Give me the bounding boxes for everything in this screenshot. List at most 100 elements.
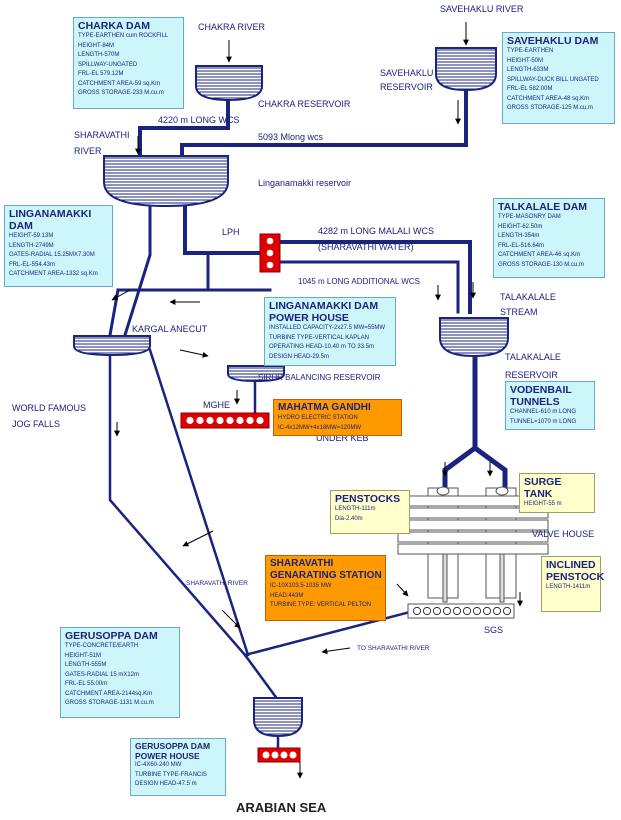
talakalale-reservoir-label-1: TALAKALALE	[505, 352, 561, 362]
box-line: FRL-EL 582.00M	[507, 86, 553, 92]
box-title: PENSTOCKS	[335, 493, 401, 505]
sharavathi-water-label: (SHARAVATHI WATER)	[318, 242, 414, 252]
flow-arrows	[111, 22, 523, 779]
box-line: DESIGN HEAD-47.5 m	[135, 781, 197, 787]
sgs-label: SGS	[484, 625, 504, 635]
box-line: LENGTH-1411m	[546, 584, 591, 590]
box-line: TYPE-EARTHEN cum ROCKFILL	[78, 33, 169, 39]
box-line: FRL-EL 55.00m	[65, 681, 108, 687]
linganamakki-power-house-box: LINGANAMAKKI DAM POWER HOUSE INSTALLED C…	[264, 297, 396, 366]
box-line: HEAD:443M	[270, 592, 304, 599]
sharavathi-river-label-2: RIVER	[74, 146, 102, 156]
box-line: GROSS STORAGE-125 M.cu.m	[507, 105, 593, 111]
savehaklu-reservoir-shape	[435, 47, 497, 92]
jog-falls-label: JOG FALLS	[12, 419, 61, 429]
lph-label: LPH	[222, 227, 240, 237]
sgs-station	[407, 603, 515, 619]
box-title: INCLINED PENSTOCK	[546, 559, 605, 583]
malali-wcs-label: 4282 m LONG MALALI WCS	[318, 226, 435, 236]
sharavathi-station-box: SHARAVATHI GENARATING STATION IC-10X103.…	[265, 555, 386, 621]
box-line: LENGTH-633M	[507, 67, 549, 73]
box-title: CHARKA DAM	[78, 20, 150, 32]
kargal-anecut-shape	[73, 335, 151, 357]
additional-wcs-label: 1045 m LONG ADDITIONAL WCS	[298, 277, 420, 286]
box-line: FRL-EL 579.12M	[78, 71, 124, 77]
sirur-reservoir-label: SIRUR BALANCING RESERVOIR	[258, 373, 381, 382]
linganamakki-reservoir-label: Linganamakki reservoir	[258, 178, 352, 188]
chakra-reservoir-shape	[195, 65, 263, 102]
mghe-label: MGHE	[203, 400, 230, 410]
talakalale-stream-label-1: TALAKALALE	[500, 292, 556, 302]
box-title: LINGANAMAKKI DAM POWER HOUSE	[269, 300, 379, 324]
box-line: LENGTH-354m	[498, 233, 540, 239]
box-line: CATCHMENT AREA-1332 sq.Km	[9, 271, 98, 277]
box-line: TURBINE TYPE-FRANCIS	[135, 771, 207, 778]
lph-station	[259, 233, 281, 273]
box-line: OPERATING HEAD-10.40 m TO 33.5m	[269, 344, 375, 350]
charka-dam-box: CHARKA DAM TYPE-EARTHEN cum ROCKFILL HEI…	[73, 17, 184, 109]
under-keb-label: UNDER KEB	[316, 433, 369, 443]
box-line: GROSS STORAGE-130 M.cu.m	[498, 261, 584, 268]
box-line: TYPE-MASONRY DAM	[498, 214, 561, 220]
vodenbail-tunnels-box: VODENBAIL TUNNELS CHANNEL-610 m LONG TUN…	[505, 381, 595, 430]
savehaklu-reservoir-label-1: SAVEHAKLU	[380, 68, 434, 78]
box-line: GROSS STORAGE-233 M.cu.m	[78, 90, 164, 96]
box-line: CHANNEL-610 m LONG	[510, 409, 577, 415]
box-title: TALKALALE DAM	[498, 201, 588, 213]
talkalale-dam-box: TALKALALE DAM TYPE-MASONRY DAM HEIGHT-62…	[493, 198, 605, 278]
box-line: FRL-EL-554.43m	[9, 261, 56, 268]
reservoirs	[73, 47, 509, 738]
box-line: CATCHMENT AREA-46 sq.Km	[498, 252, 581, 258]
box-title: SHARAVATHI GENARATING STATION	[270, 558, 382, 581]
to-sharavathi-river-label: TO SHARAVATHI RIVER	[357, 645, 430, 652]
gerusoppa-station	[257, 747, 301, 763]
box-line: GATES-RADIAL 15 mX12m	[65, 671, 140, 678]
box-line: LENGTH-570M	[78, 52, 120, 58]
box-line: HEIGHT-62.50m	[498, 223, 543, 230]
box-line: CATCHMENT AREA-48 sq.Km	[507, 95, 590, 102]
linganamakki-dam-box: LINGANAMAKKI DAM HEIGHT-59.13M LENGTH-27…	[4, 205, 113, 287]
box-line: LENGTH-2749M	[9, 242, 54, 249]
linganamakki-reservoir-shape	[103, 155, 229, 208]
world-famous-label: WORLD FAMOUS	[12, 403, 87, 413]
talakalale-stream-label-2: STREAM	[500, 307, 538, 317]
box-line: TUNNEL=1070 m LONG	[510, 418, 577, 425]
box-title: LINGANAMAKKI DAM	[9, 208, 92, 232]
mahatma-gandhi-box: MAHATMA GANDHI HYDRO ELECTRIC STATION IC…	[273, 399, 402, 436]
sharavathi-river-label-1: SHARAVATHI	[74, 130, 130, 140]
box-line: FRL-EL-516.64m	[498, 242, 545, 249]
box-title: VODENBAIL TUNNELS	[510, 384, 572, 408]
box-line: TYPE-CONCRETE/EARTH	[65, 643, 139, 649]
box-line: SPILLWAY-UNGATED	[78, 61, 138, 68]
box-title: GERUSOPPA DAM	[65, 630, 158, 642]
valve-house-label: VALVE HOUSE	[532, 529, 595, 539]
gerusoppa-reservoir-shape	[253, 697, 303, 738]
box-line: INSTALLED CAPACITY-2x27.5 MW=55MW	[269, 325, 386, 331]
savehaklu-dam-box: SAVEHAKLU DAM TYPE-EARTHEN HEIGHT-50M LE…	[502, 32, 615, 124]
sharavathi-river-mid-label: SHARAVATHI RIVER	[186, 580, 248, 587]
box-line: Dia-2.40m	[335, 515, 363, 522]
sirur-reservoir-shape	[227, 365, 285, 383]
chakra-reservoir-label: CHAKRA RESERVOIR	[258, 99, 351, 109]
box-line: DESIGN HEAD-29.5m	[269, 353, 330, 360]
box-title: GERUSOPPA DAM POWER HOUSE	[135, 741, 211, 761]
box-line: CATCHMENT AREA-2144sq.Km	[65, 690, 153, 697]
surge-tank-box: SURGE TANK HEIGHT-55 m	[519, 473, 595, 513]
mghe-station	[180, 412, 270, 429]
box-line: SPILLWAY-DUCK BILL UNGATED	[507, 76, 599, 83]
chakra-river-label: CHAKRA RIVER	[198, 22, 266, 32]
arabian-sea-label: ARABIAN SEA	[236, 800, 327, 815]
box-line: LENGTH-555M	[65, 662, 107, 668]
box-line: HEIGHT-55 m	[524, 501, 562, 507]
talakalale-reservoir-shape	[439, 317, 509, 358]
talakalale-reservoir-label-2: RESERVOIR	[505, 370, 558, 380]
box-line: IC-4x12MW+4x18MW=120MW	[278, 424, 362, 431]
box-line: HEIGHT-50M	[507, 57, 544, 64]
box-line: HEIGHT-51M	[65, 652, 102, 659]
box-line: IC-4X60-240 MW	[135, 762, 182, 768]
penstocks-box: PENSTOCKS LENGTH-111m Dia-2.40m	[330, 490, 410, 534]
kargal-anecut-label: KARGAL ANECUT	[132, 324, 208, 334]
wcs-4220-label: 4220 m LONG WCS	[158, 115, 240, 125]
box-line: HEIGHT-59.13M	[9, 233, 54, 239]
